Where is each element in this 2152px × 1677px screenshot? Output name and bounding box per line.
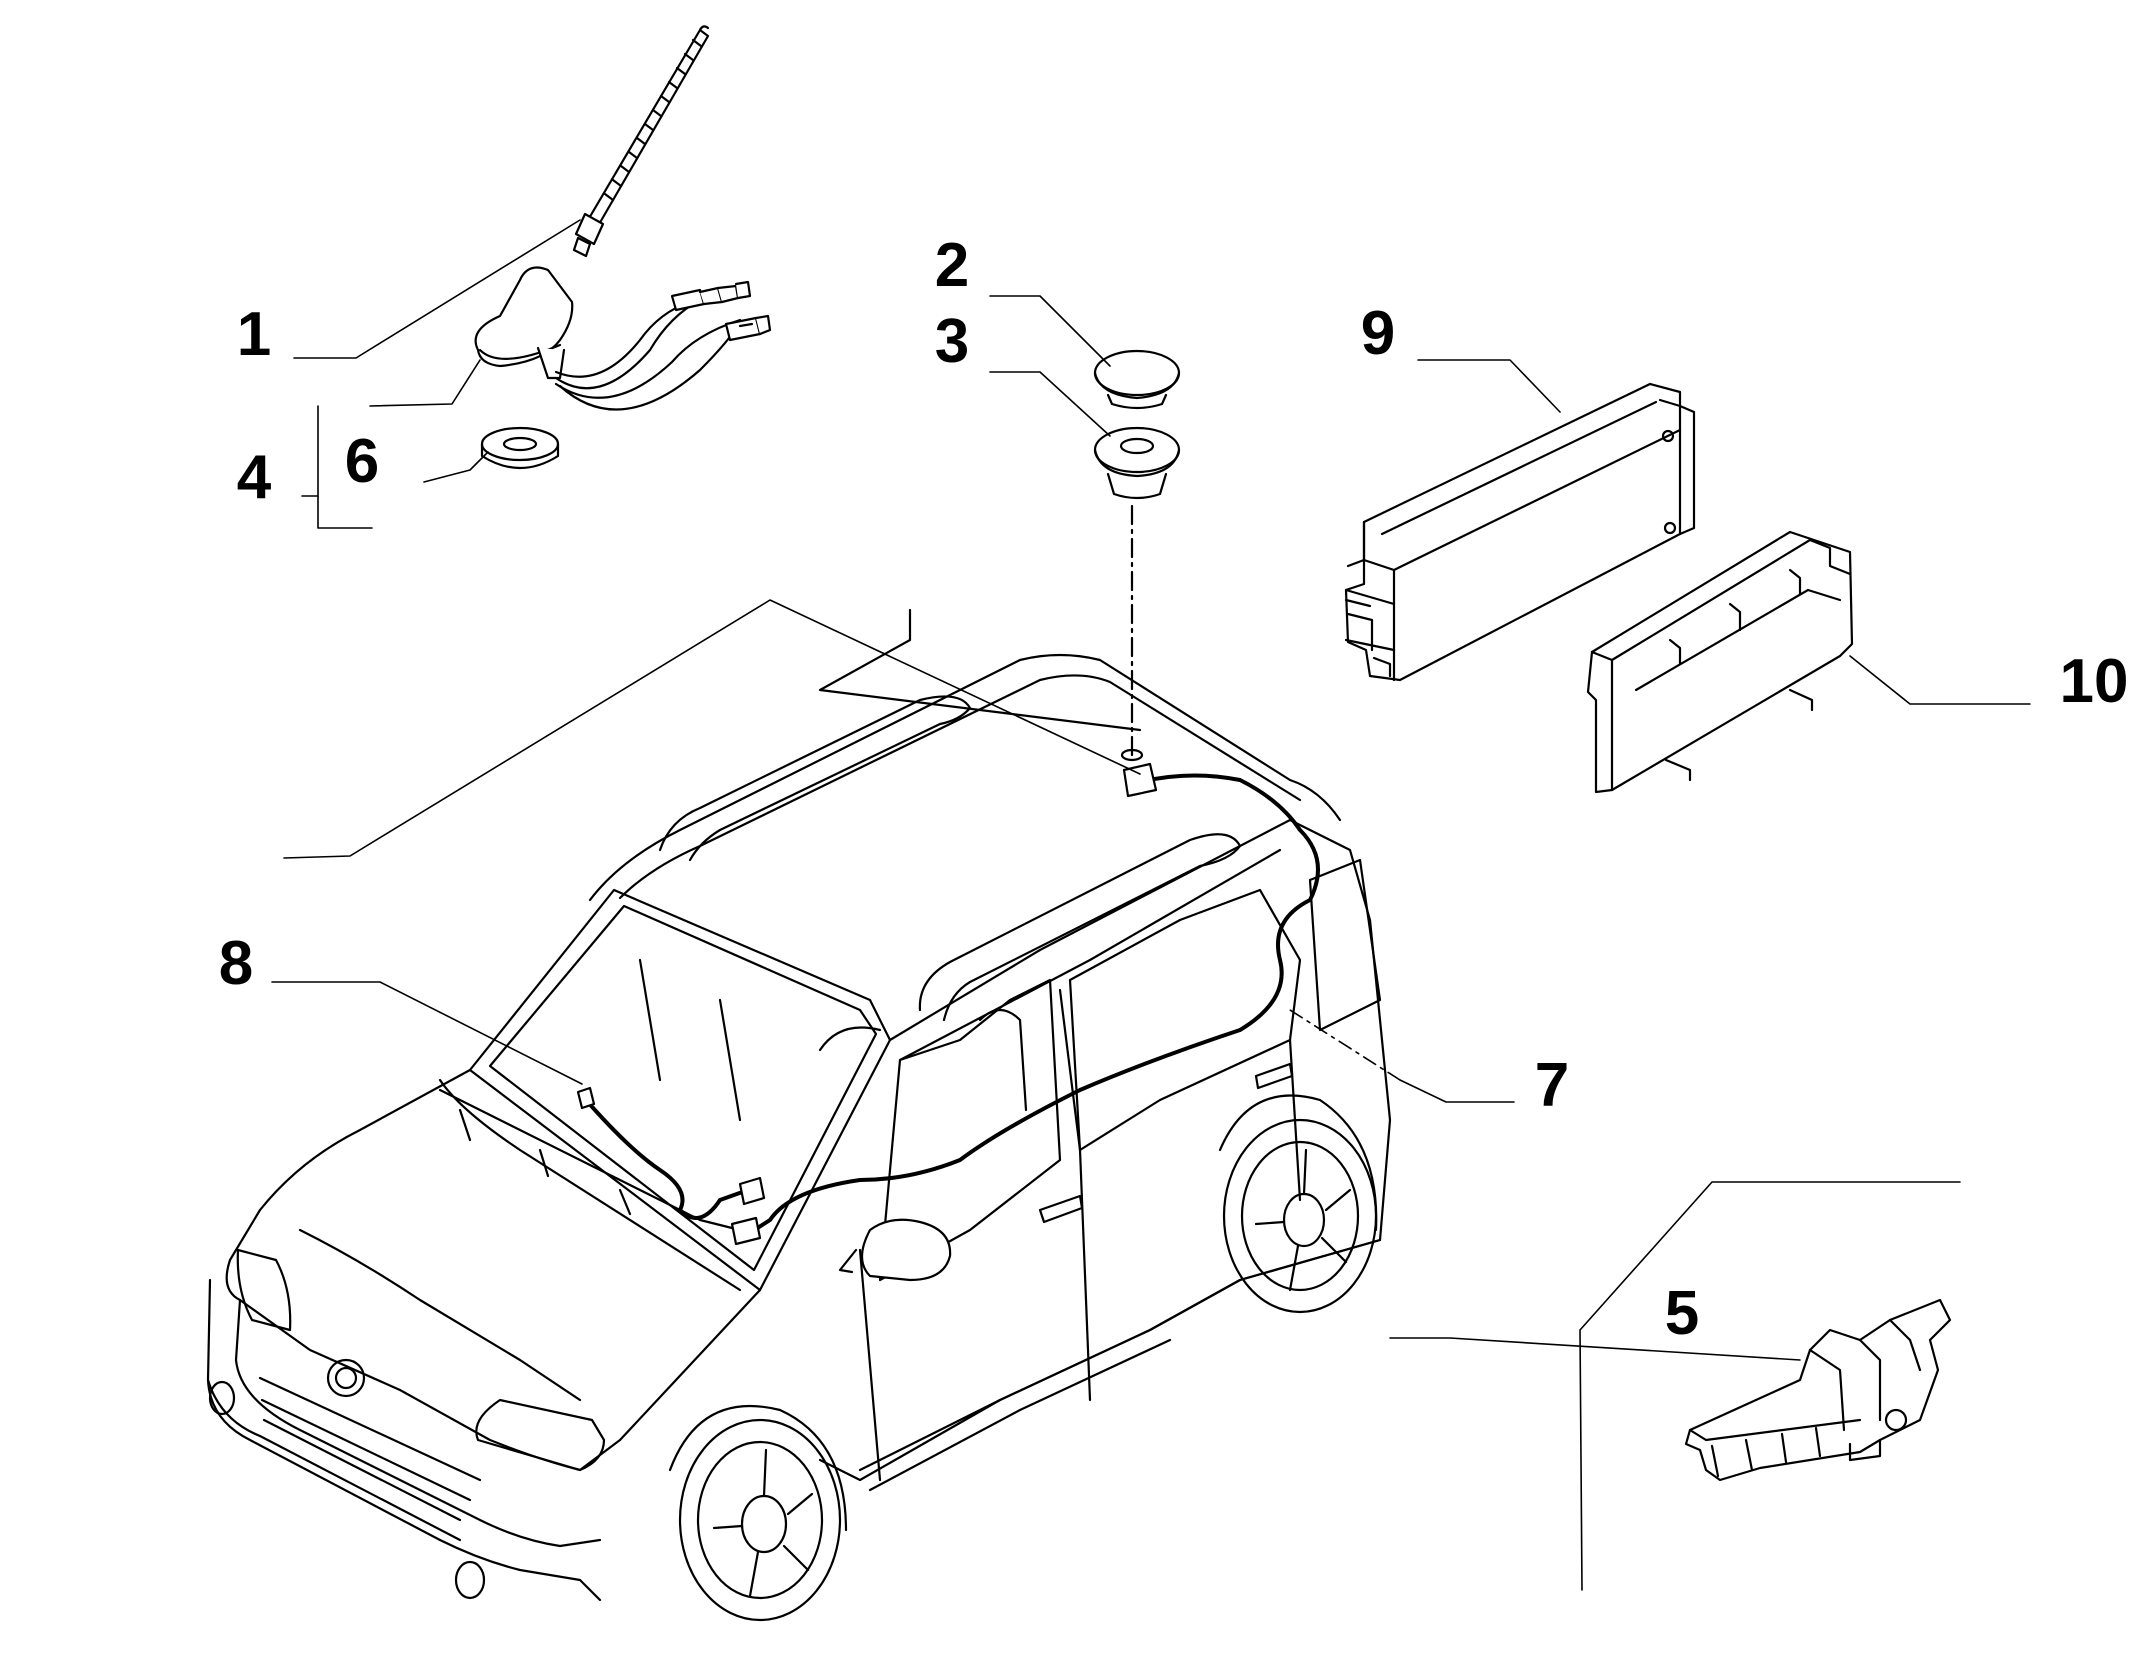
callout-4: 4 [237, 443, 272, 512]
harness-connectors [576, 748, 1158, 1246]
clip-part [1684, 1298, 1952, 1482]
callout-3: 3 [935, 307, 969, 376]
wiring-harness [584, 773, 1320, 1236]
roof-antenna-base-part [474, 266, 772, 411]
callout-5: 5 [1665, 1279, 1699, 1348]
grommet-part [1093, 426, 1181, 500]
callout-1: 1 [237, 300, 271, 369]
antenna-mast-part [572, 25, 710, 258]
callout-6: 6 [345, 427, 379, 496]
callout-9: 9 [1361, 299, 1395, 368]
callout-2: 2 [935, 231, 969, 300]
callout-labels: 1 2 3 4 5 6 7 8 9 10 [219, 231, 2129, 1348]
vehicle-body [206, 608, 1392, 1622]
plug-cap-part [1093, 349, 1181, 410]
bracket-part [1586, 530, 1854, 794]
leader-lines [271, 219, 2031, 1591]
gasket-part [480, 426, 560, 470]
callout-8: 8 [219, 929, 253, 998]
control-unit-part [1344, 382, 1696, 682]
callout-7: 7 [1535, 1051, 1569, 1120]
callout-10: 10 [2060, 647, 2129, 716]
